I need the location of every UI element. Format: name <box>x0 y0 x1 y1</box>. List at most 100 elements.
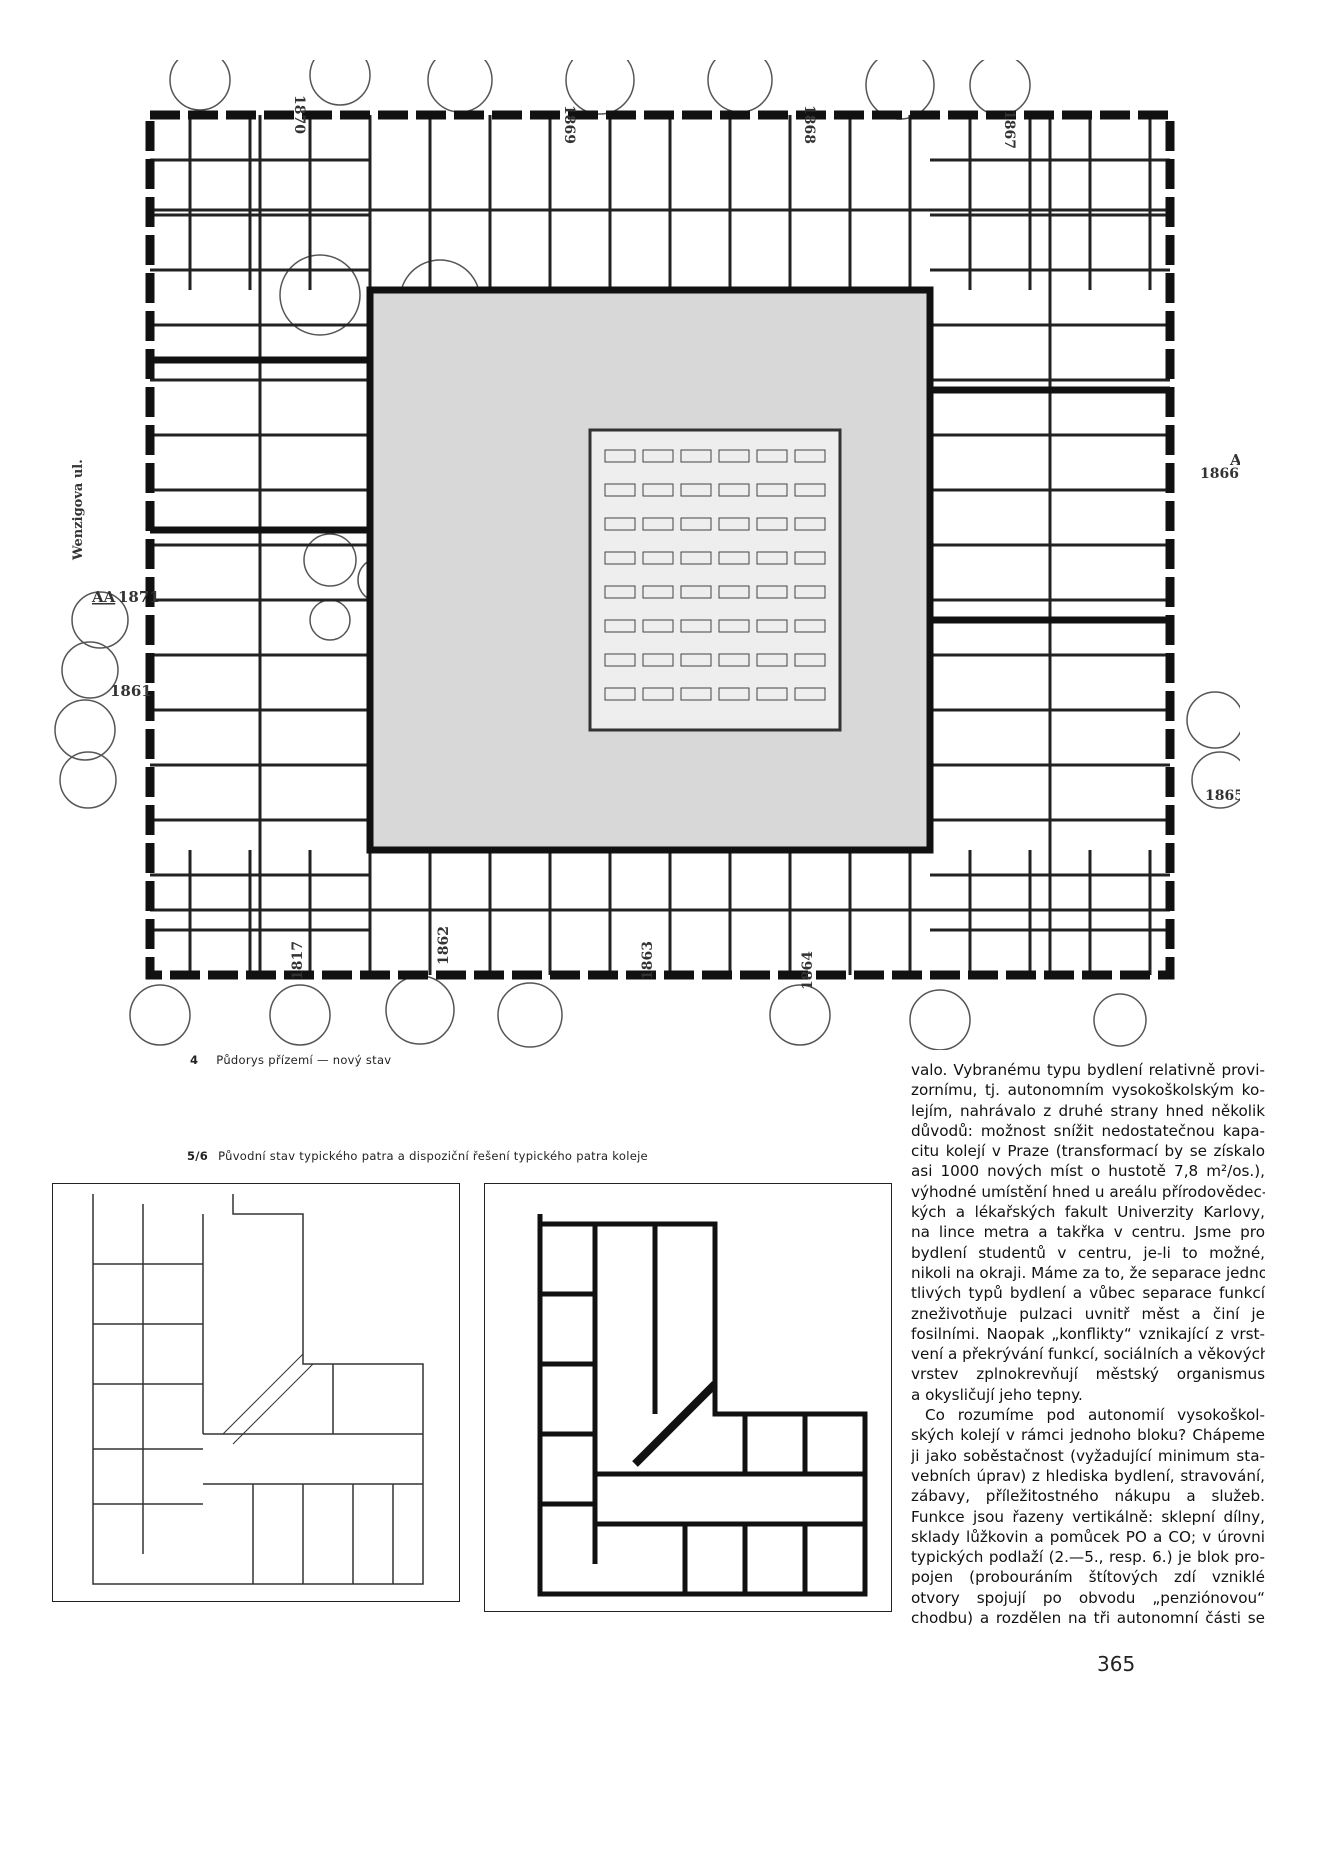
section-label-right: AA <box>1229 451 1240 469</box>
table <box>718 449 750 463</box>
plan-drawing <box>92 1194 424 1585</box>
table <box>604 449 636 463</box>
table <box>718 653 750 667</box>
tree-icon <box>61 641 119 699</box>
tree-icon <box>59 751 117 809</box>
dormitory-floor-plan <box>484 1183 892 1612</box>
text-line: citu kolejí v Praze (transformací by se … <box>911 1142 1265 1161</box>
figure-4-caption: 4 Půdorys přízemí — nový stav <box>190 1053 391 1067</box>
label-1864: 1864 <box>800 951 816 990</box>
table <box>642 687 674 701</box>
table <box>680 653 712 667</box>
label-1862: 1862 <box>436 926 452 965</box>
table <box>756 619 788 633</box>
tree-icon <box>129 984 191 1046</box>
caption-text: Původní stav typického patra a dispozičn… <box>218 1149 648 1163</box>
label-1871: 1871 <box>118 588 160 606</box>
table <box>604 687 636 701</box>
table <box>680 585 712 599</box>
text-line: typických podlaží (2.—5., resp. 6.) je b… <box>911 1548 1265 1567</box>
tree-icon <box>707 60 773 113</box>
table <box>794 551 826 565</box>
text-line: Funkce jsou řazeny vertikálně: sklepní d… <box>911 1507 1265 1526</box>
article-text-column: valo. Vybranému typu bydlení relativně p… <box>911 1060 1265 1628</box>
table <box>718 619 750 633</box>
text-line: zornímu, tj. autonomním vysokoškolským k… <box>911 1081 1265 1100</box>
text-line: tlivých typů bydlení a vůbec separace fu… <box>911 1284 1265 1303</box>
tree-icon <box>303 533 357 587</box>
text-line: a okysličují jeho tepny. <box>911 1385 1083 1404</box>
text-line: otvory spojují po obvodu „penziónovou“ <box>911 1588 1265 1607</box>
table <box>642 653 674 667</box>
table <box>680 517 712 531</box>
label-1817: 1817 <box>290 941 306 980</box>
block-outline <box>145 110 1175 980</box>
tree-icon <box>427 60 493 113</box>
table <box>642 483 674 497</box>
table <box>794 449 826 463</box>
text-line: zábavy, příležitostného nákupu a služeb. <box>911 1487 1265 1506</box>
label-1863: 1863 <box>640 941 656 980</box>
table <box>756 517 788 531</box>
table <box>756 687 788 701</box>
figure-number: 4 <box>190 1053 199 1067</box>
tree-icon <box>309 599 351 641</box>
ground-floor-plan: 1870 1869 1868 1867 Wenzigova ul. AA 187… <box>54 60 1240 1050</box>
tree-icon <box>909 989 971 1050</box>
label-1861: 1861 <box>110 682 152 700</box>
central-hall <box>588 428 842 732</box>
tree-icon <box>1093 993 1147 1047</box>
table <box>794 619 826 633</box>
table <box>756 483 788 497</box>
table <box>642 585 674 599</box>
label-1868: 1868 <box>801 105 817 144</box>
table <box>718 517 750 531</box>
text-line: kých a lékařských fakult Univerzity Karl… <box>911 1203 1265 1222</box>
text-line: ských kolejí v rámci jednoho bloku? Cháp… <box>911 1426 1265 1445</box>
table <box>794 517 826 531</box>
table <box>680 687 712 701</box>
tree-icon <box>1186 691 1240 749</box>
tree-icon <box>969 60 1031 116</box>
text-line: důvodů: možnost snížit nedostatečnou kap… <box>911 1121 1265 1140</box>
page-number: 365 <box>1097 1652 1136 1676</box>
table <box>604 483 636 497</box>
figure-number: 5/6 <box>187 1149 209 1163</box>
plan-drawing <box>537 1214 868 1597</box>
text-line: ji jako soběstačnost (vyžadující minimum… <box>911 1446 1265 1465</box>
text-line: sklady lůžkovin a pomůcek PO a CO; v úro… <box>911 1527 1265 1546</box>
table <box>718 551 750 565</box>
tree-icon <box>769 984 831 1046</box>
tree-icon <box>865 60 935 120</box>
label-1867: 1867 <box>1001 110 1017 149</box>
label-1870: 1870 <box>291 95 307 134</box>
table <box>718 585 750 599</box>
table <box>642 449 674 463</box>
table <box>642 619 674 633</box>
original-floor-plan <box>52 1183 460 1602</box>
table <box>794 483 826 497</box>
text-line: vrstev zplnokrevňují městský organismus <box>911 1365 1265 1384</box>
text-line: vení a překrývání funkcí, sociálních a v… <box>911 1345 1265 1364</box>
text-line: asi 1000 nových míst o hustotě 7,8 m²/os… <box>911 1162 1265 1181</box>
table <box>680 619 712 633</box>
table <box>642 551 674 565</box>
table <box>680 449 712 463</box>
tree-icon <box>71 591 129 649</box>
table <box>604 653 636 667</box>
text-line: výhodné umístění hned u areálu přírodově… <box>911 1182 1265 1201</box>
tree-icon <box>385 975 455 1045</box>
label-1865: 1865 <box>1205 788 1240 804</box>
table <box>680 551 712 565</box>
figure-56-caption: 5/6 Původní stav typického patra a dispo… <box>187 1149 648 1163</box>
table <box>642 517 674 531</box>
text-line: Co rozumíme pod autonomií vysokoškol- <box>925 1406 1265 1425</box>
label-1866: 1866 <box>1200 466 1239 482</box>
tree-icon <box>565 60 635 115</box>
table <box>718 687 750 701</box>
table <box>604 517 636 531</box>
caption-text: Půdorys přízemí — nový stav <box>216 1053 392 1067</box>
text-line: lejím, nahrávalo z druhé strany hned něk… <box>911 1101 1265 1120</box>
table <box>718 483 750 497</box>
table <box>756 551 788 565</box>
